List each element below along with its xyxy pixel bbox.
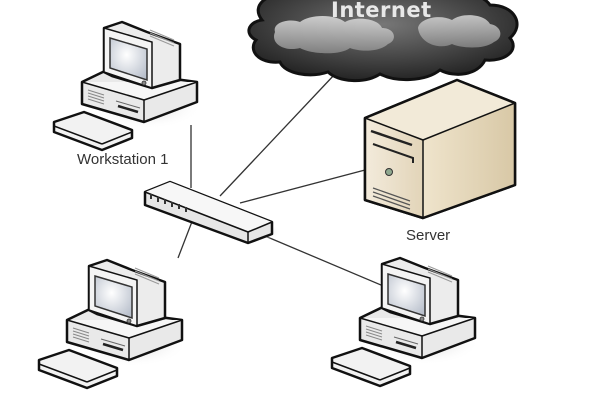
workstation-1-label: Workstation 1 — [77, 151, 169, 168]
workstation-3 — [330, 256, 482, 388]
switch-ports — [150, 194, 187, 212]
link-switch-server — [239, 169, 366, 204]
workstation-2 — [37, 258, 189, 390]
network-links — [177, 73, 401, 294]
link-switch-internet — [219, 73, 336, 197]
workstation-1 — [52, 20, 204, 152]
link-switch-workstation2 — [177, 218, 194, 259]
link-switch-workstation3 — [264, 235, 401, 294]
server — [363, 78, 520, 220]
network-switch — [143, 180, 282, 245]
server-label: Server — [406, 227, 451, 244]
internet-label: Internet — [331, 0, 432, 22]
internet-cloud — [247, 0, 519, 82]
